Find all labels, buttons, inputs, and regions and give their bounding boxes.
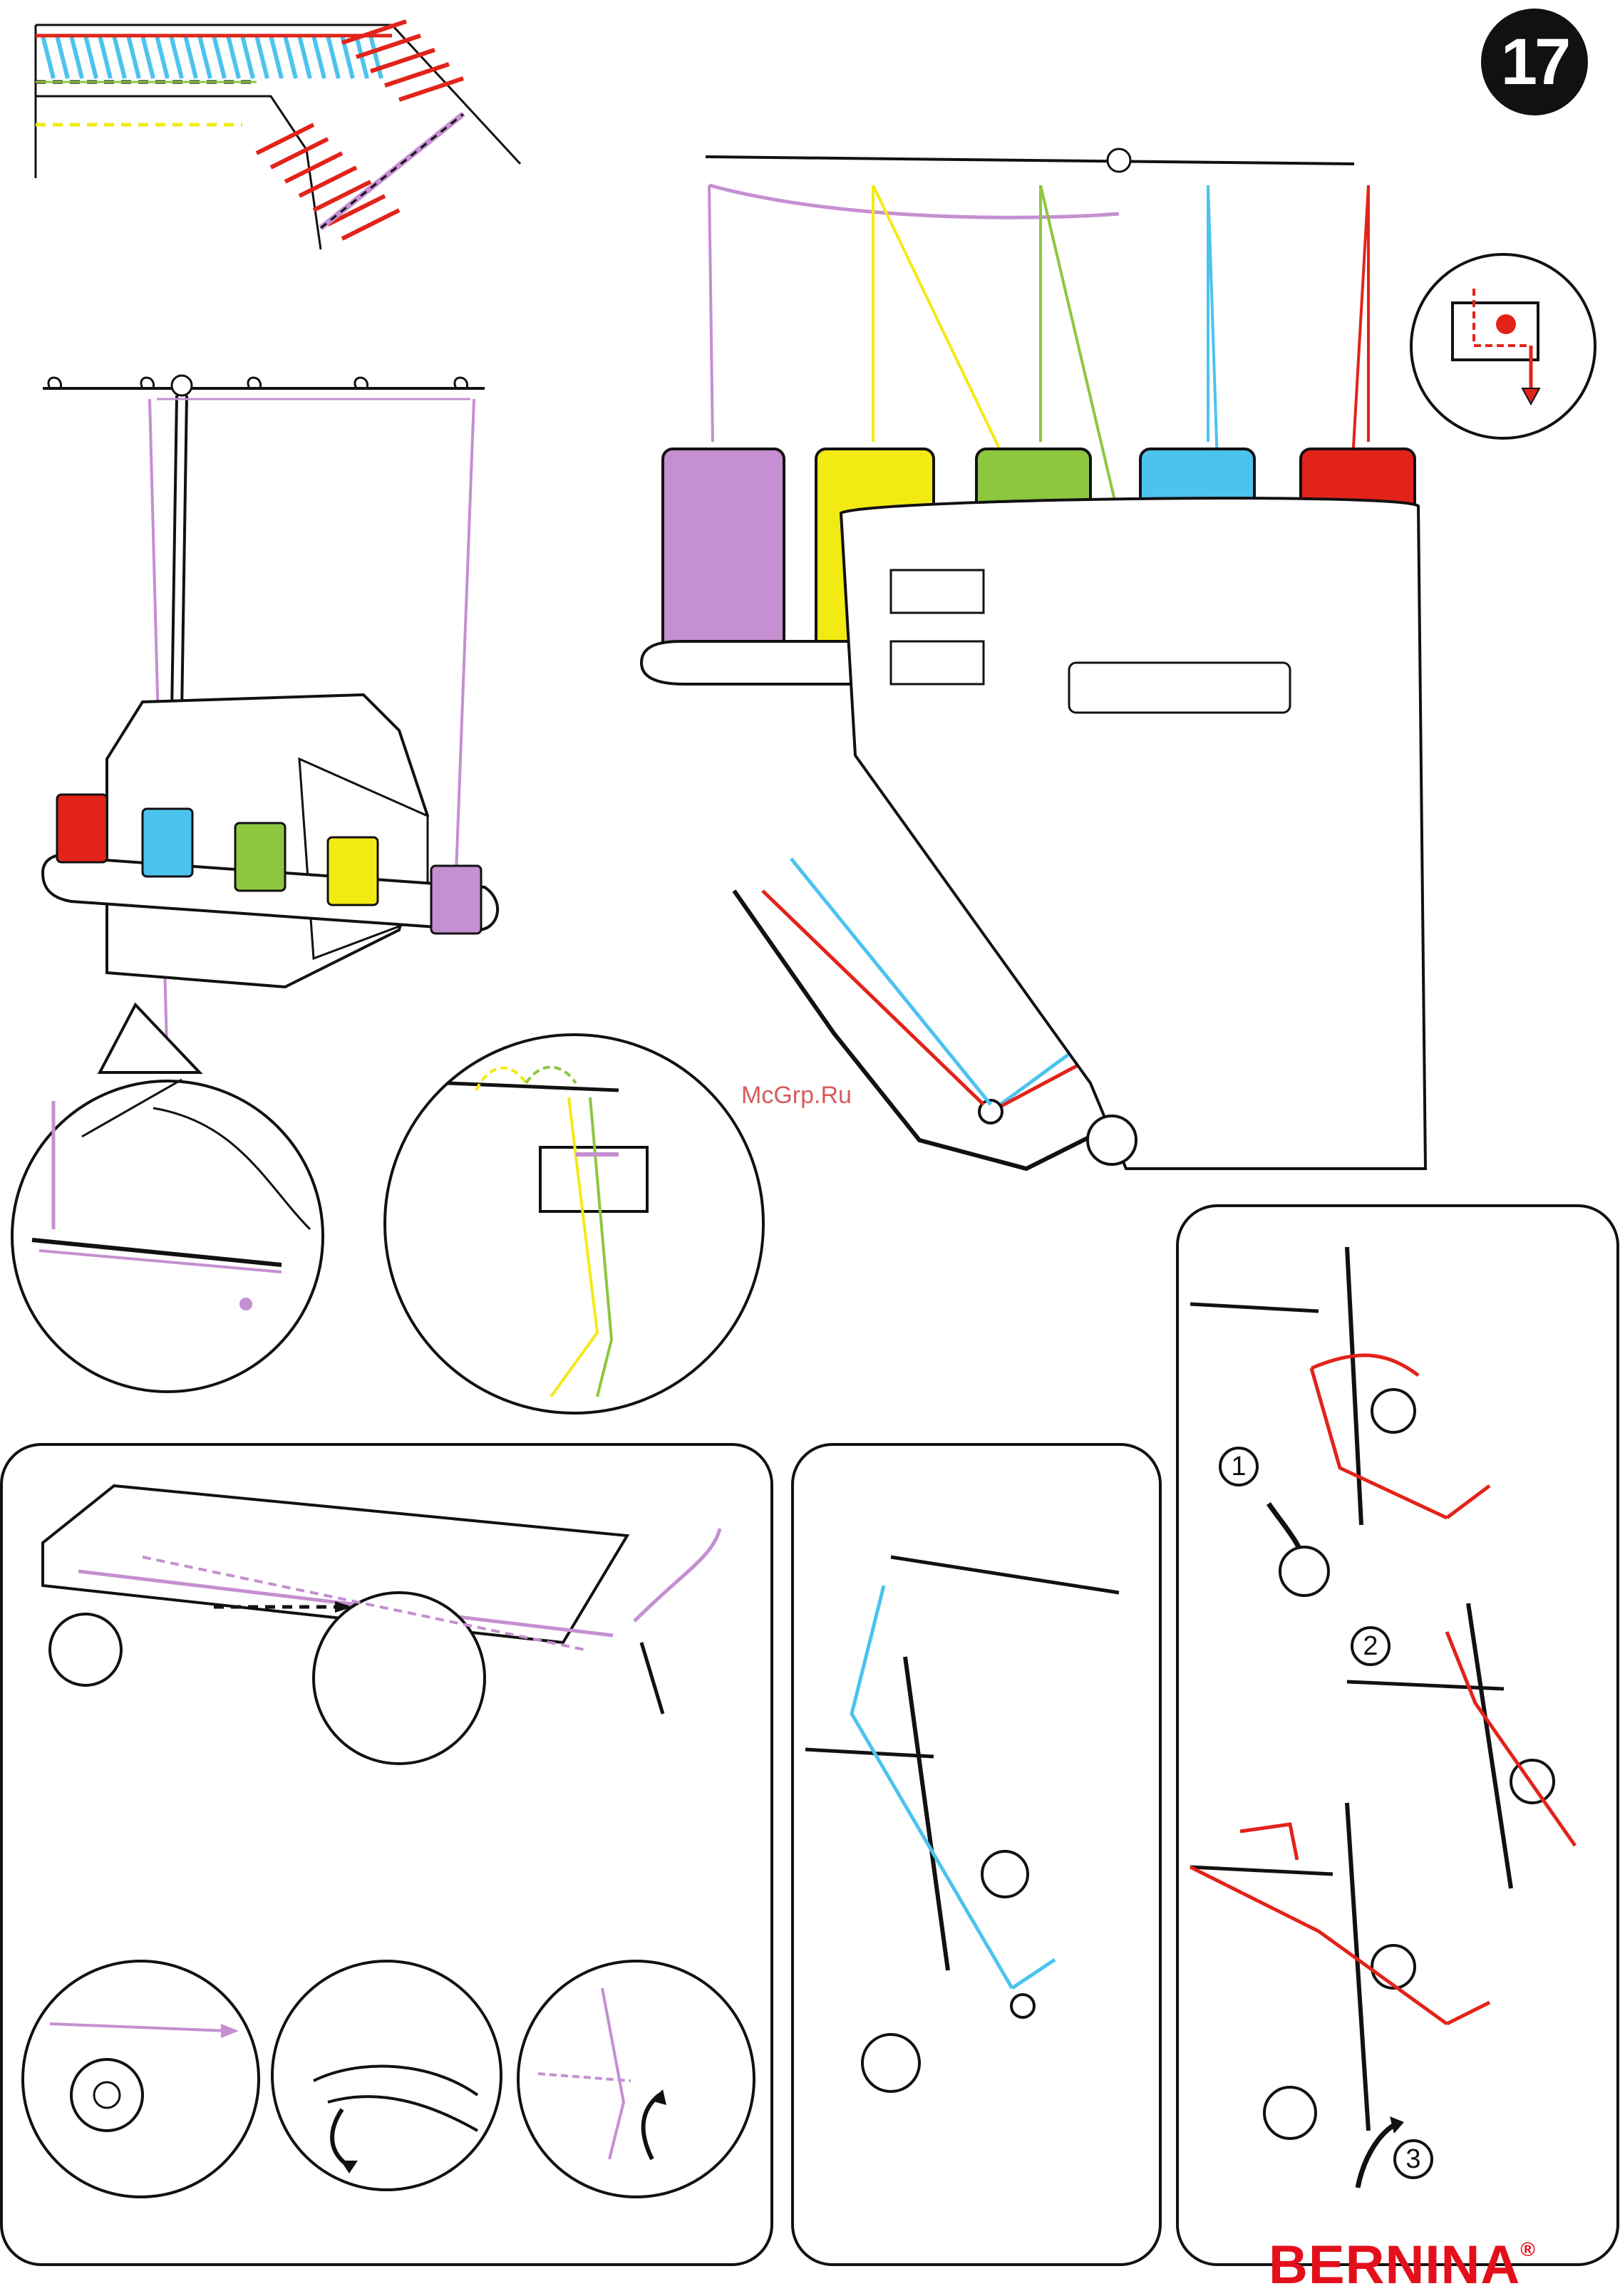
thread-guide-detail-drawing <box>11 1080 324 1393</box>
stitch-sample-illustration <box>21 14 506 249</box>
step-marker-2: 2 <box>1351 1626 1391 1666</box>
looper-detail-3-drawing <box>517 1960 755 2198</box>
step-marker-3: 3 <box>1393 2139 1433 2179</box>
tension-disc-detail-drawing <box>1410 253 1596 440</box>
upper-looper-drawing <box>791 1443 1162 2266</box>
watermark: McGrp.Ru <box>741 1082 852 1110</box>
serger-threading-overview-illustration <box>627 143 1497 1211</box>
looper-detail-2-drawing <box>271 1960 502 2191</box>
serger-with-thread-stand-illustration <box>29 360 499 1129</box>
page-number: 17 <box>1481 9 1588 115</box>
brand-logo: BERNINA® <box>1269 2234 1536 2296</box>
step-marker-1: 1 <box>1219 1447 1259 1486</box>
looper-detail-1-drawing <box>21 1960 260 2198</box>
lower-looper-steps-drawing <box>1176 1204 1619 2266</box>
